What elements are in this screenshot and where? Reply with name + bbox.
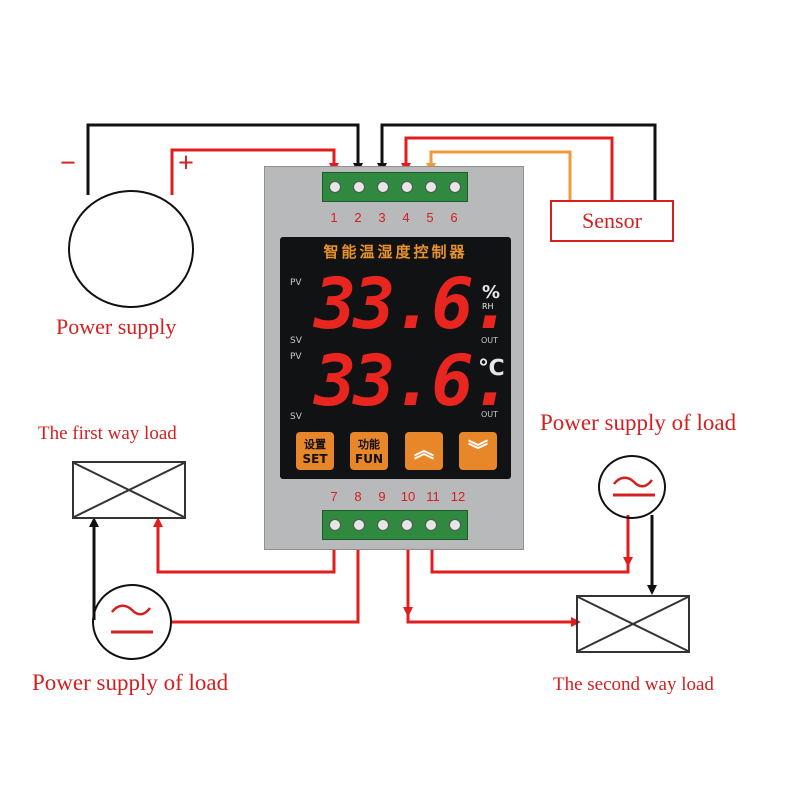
wire-sensor-orange <box>426 150 572 200</box>
power-supply-symbol <box>68 190 194 308</box>
right-power-supply-of-load-label: Power supply of load <box>540 410 737 435</box>
right-load-power-symbol <box>598 455 666 519</box>
load2-cross-b <box>577 596 689 652</box>
sensor-box: Sensor <box>550 200 674 242</box>
temperature-display: 33.6. <box>314 340 513 422</box>
pv-label-bottom: PV <box>290 352 302 362</box>
terminal-11: 11 <box>426 489 440 504</box>
screw-9 <box>377 519 389 531</box>
terminal-8: 8 <box>354 489 362 504</box>
wire-power-minus <box>86 123 363 195</box>
terminal-6: 6 <box>450 210 458 225</box>
set-button[interactable]: 设置 SET <box>296 432 334 470</box>
rh-percent-unit: % <box>482 282 501 303</box>
minus-sign: − <box>60 148 76 179</box>
down-button[interactable]: ︾ <box>459 432 497 470</box>
screw-7 <box>329 519 341 531</box>
wire-lpsl-t8 <box>172 530 363 624</box>
wire-t7-load1 <box>153 517 336 574</box>
pv-label-top: PV <box>290 278 302 288</box>
terminal-9: 9 <box>378 489 386 504</box>
fun-button-en: FUN <box>355 452 383 466</box>
celsius-unit: ℃ <box>478 356 505 381</box>
top-terminal-block <box>322 172 468 202</box>
wire-sensor-red <box>401 136 614 200</box>
screw-2 <box>353 181 365 193</box>
first-load-box <box>72 461 186 519</box>
fun-button-cn: 功能 <box>358 438 380 451</box>
terminal-3: 3 <box>378 210 386 225</box>
load1-cross-b <box>73 462 185 518</box>
sv-label-top: SV <box>290 336 302 346</box>
terminal-10: 10 <box>400 489 416 504</box>
out-label-top: OUT <box>481 336 499 345</box>
screw-12 <box>449 519 461 531</box>
screw-11 <box>425 519 437 531</box>
screw-1 <box>329 181 341 193</box>
sensor-label: Sensor <box>582 208 642 233</box>
device-title: 智能温湿度控制器 <box>323 243 468 261</box>
rh-unit-sub: RH <box>482 302 494 311</box>
terminal-5: 5 <box>426 210 434 225</box>
screw-4 <box>401 181 413 193</box>
terminal-7: 7 <box>330 489 338 504</box>
second-load-label: The second way load <box>553 674 714 695</box>
bottom-terminal-block <box>322 510 468 540</box>
screw-3 <box>377 181 389 193</box>
wire-sensor-black <box>377 123 657 200</box>
left-load-power-symbol <box>92 584 172 660</box>
terminal-12: 12 <box>450 489 466 504</box>
chevron-down-icon: ︾ <box>468 438 488 462</box>
terminal-1: 1 <box>330 210 338 225</box>
terminal-2: 2 <box>354 210 362 225</box>
out-label-bottom: OUT <box>481 410 499 419</box>
screw-5 <box>425 181 437 193</box>
sv-label-bottom: SV <box>290 412 302 422</box>
set-button-en: SET <box>302 452 328 466</box>
chevron-up-icon: ︽ <box>414 438 434 462</box>
terminal-4: 4 <box>402 210 410 225</box>
first-load-label: The first way load <box>38 423 177 444</box>
screw-6 <box>449 181 461 193</box>
power-supply-label: Power supply <box>56 314 177 339</box>
plus-sign: + <box>178 148 194 179</box>
second-load-box <box>576 595 690 653</box>
humidity-display: 33.6. <box>314 263 513 345</box>
up-button[interactable]: ︽ <box>405 432 443 470</box>
screw-8 <box>353 519 365 531</box>
wire-power-plus <box>170 148 339 195</box>
left-power-supply-of-load-label: Power supply of load <box>32 670 229 695</box>
screw-10 <box>401 519 413 531</box>
wire-t10-load2 <box>406 530 581 627</box>
set-button-cn: 设置 <box>304 438 326 451</box>
fun-button[interactable]: 功能 FUN <box>350 432 388 470</box>
